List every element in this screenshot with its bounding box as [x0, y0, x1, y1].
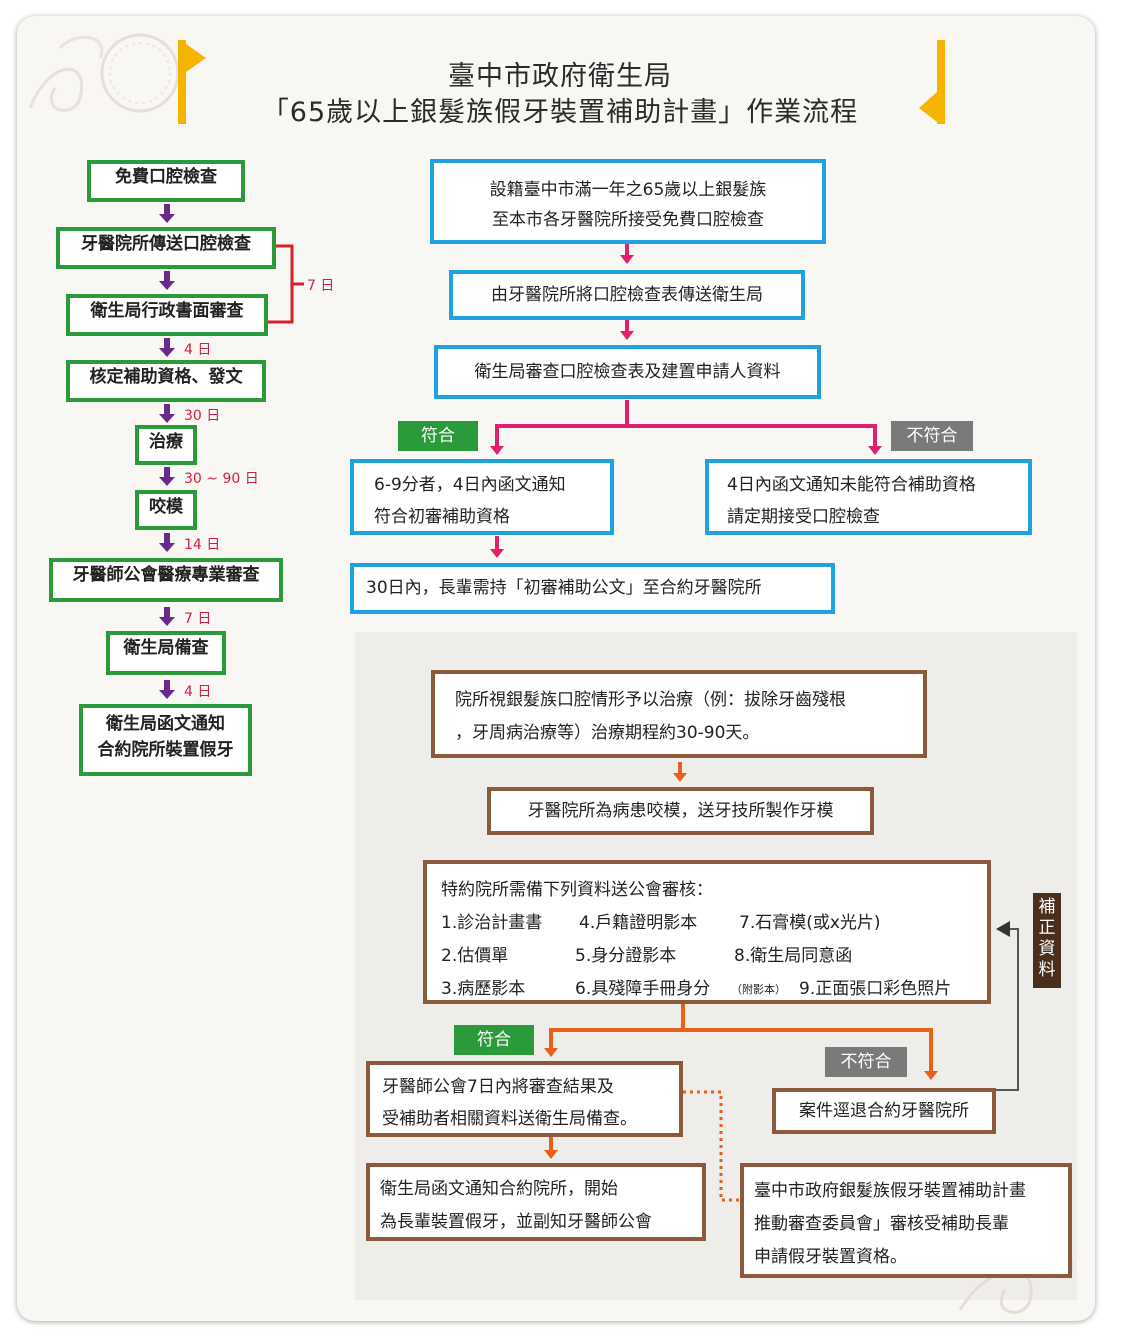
left-arrows: [159, 204, 175, 699]
interval-label: 14 日: [184, 537, 221, 553]
lower-orange-arrows: [544, 762, 938, 1159]
left-step-notify: 衛生局函文通知 合約院所裝置假牙: [79, 704, 252, 776]
pass-tag: 符合: [398, 421, 478, 451]
left-step-free-exam: 免費口腔檢查: [87, 160, 245, 202]
lower-committee-box: 臺中市政府銀髮族假牙裝置補助計畫 推動審查委員會」審核受補助長輩 申請假牙裝置資…: [740, 1163, 1072, 1278]
interval-label: 4 日: [184, 342, 212, 358]
upper-pink-arrows: [490, 244, 882, 558]
left-flag-icon: [178, 40, 206, 124]
right-step-transmit: 由牙醫院所將口腔檢查表傳送衛生局: [449, 270, 805, 320]
right-pass-box: 6-9分者，4日內函文通知 符合初審補助資格: [350, 459, 614, 535]
left-step-send-exam: 牙醫院所傳送口腔檢查: [56, 227, 276, 269]
docs-row: 2.估價單 5.身分證影本 8.衛生局同意函: [441, 946, 853, 966]
interval-label: 7 日: [184, 611, 212, 627]
lower-pass-box: 牙醫師公會7日內將審查結果及 受補助者相關資料送衛生局備查。: [366, 1061, 683, 1137]
return-path: [995, 928, 1019, 1091]
docs-row: 1.診治計畫書 4.戶籍證明影本 7.石膏模(或x光片): [441, 913, 881, 933]
interval-label: 30 日: [184, 408, 221, 424]
lower-mold-box: 牙醫院所為病患咬模，送牙技所製作牙模: [487, 787, 874, 835]
left-step-professional-review: 牙醫師公會醫療專業審查: [49, 558, 283, 602]
left-step-admin-review: 衛生局行政書面審查: [66, 294, 268, 336]
interval-label: 4 日: [184, 684, 212, 700]
interval-label: 30 ~ 90 日: [184, 471, 259, 487]
right-fail-box: 4日內函文通知未能符合補助資格 請定期接受口腔檢查: [705, 459, 1032, 535]
fail-tag: 不符合: [891, 421, 973, 451]
left-step-treatment: 治療: [135, 425, 197, 465]
side-label-correction: 補正資料: [1033, 893, 1061, 988]
lower-notify-box: 衛生局函文通知合約院所，開始 為長輩裝置假牙，並副知牙醫師公會: [366, 1163, 706, 1241]
page-title-line1: 臺中市政府衛生局: [448, 61, 672, 92]
dotted-connector: [683, 1090, 741, 1202]
left-step-record: 衛生局備查: [106, 631, 226, 675]
left-step-mold: 咬模: [135, 490, 197, 530]
right-step-review: 衛生局審查口腔檢查表及建置申請人資料: [434, 345, 821, 399]
left-step-approve: 核定補助資格、發文: [66, 360, 266, 402]
lower-pass-tag: 符合: [454, 1025, 534, 1055]
bracket-label: 7 日: [307, 278, 335, 294]
right-flag-icon: [919, 40, 945, 124]
lower-docs-box: 特約院所需備下列資料送公會審核： 1.診治計畫書 4.戶籍證明影本 7.石膏模(…: [423, 860, 991, 1004]
right-step-eligibility: 設籍臺中市滿一年之65歲以上銀髮族 至本市各牙醫院所接受免費口腔檢查: [430, 159, 826, 244]
lower-fail-box: 案件逕退合約牙醫院所: [772, 1088, 996, 1134]
lower-fail-tag: 不符合: [825, 1047, 907, 1077]
lower-treatment-box: 院所視銀髮族口腔情形予以治療（例：拔除牙齒殘根 ，牙周病治療等）治療期程約30-…: [431, 670, 927, 758]
page-title-line2: 「65歲以上銀髮族假牙裝置補助計畫」作業流程: [261, 97, 859, 128]
right-step-document: 30日內，長輩需持「初審補助公文」至合約牙醫院所: [350, 563, 835, 614]
docs-row: 3.病歷影本 6.具殘障手冊身分 （附影本） 9.正面張口彩色照片: [441, 979, 952, 999]
